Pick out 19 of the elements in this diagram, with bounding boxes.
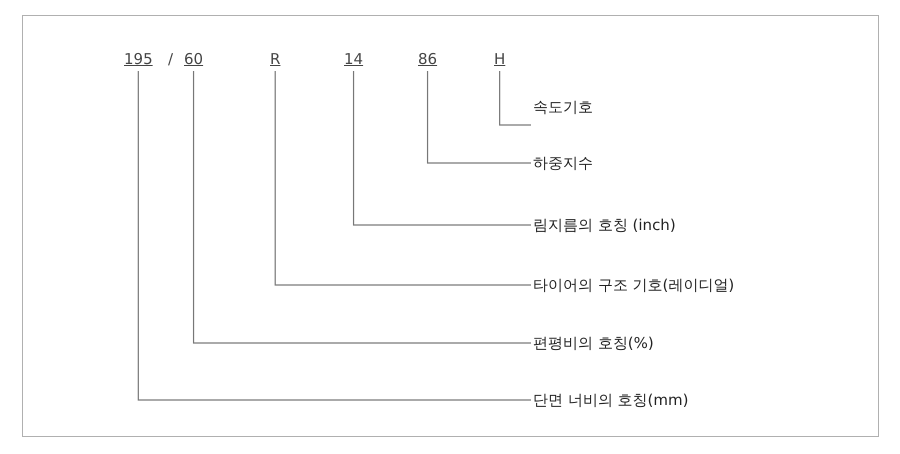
description-label: 하중지수 (533, 153, 593, 173)
leader-line (192, 71, 531, 344)
leader-line (138, 71, 531, 401)
code-label: 14 (344, 50, 364, 68)
leader-line (426, 71, 531, 164)
leader-line (352, 71, 531, 226)
separator-slash: / (168, 50, 174, 68)
description-label: 타이어의 구조 기호(레이디얼) (533, 275, 734, 295)
code-label: R (270, 50, 280, 68)
description-label: 속도기호 (533, 97, 593, 135)
code-label: 60 (184, 50, 204, 68)
description-label: 림지름의 호칭 (inch) (533, 215, 676, 235)
description-label: 편평비의 호칭(%) (533, 333, 654, 353)
leader-line (274, 71, 531, 286)
description-label: 단면 너비의 호칭(mm) (533, 390, 688, 410)
leader-line (499, 71, 531, 126)
code-label: 195 (124, 50, 153, 68)
code-label: H (494, 50, 506, 68)
code-label: 86 (418, 50, 438, 68)
